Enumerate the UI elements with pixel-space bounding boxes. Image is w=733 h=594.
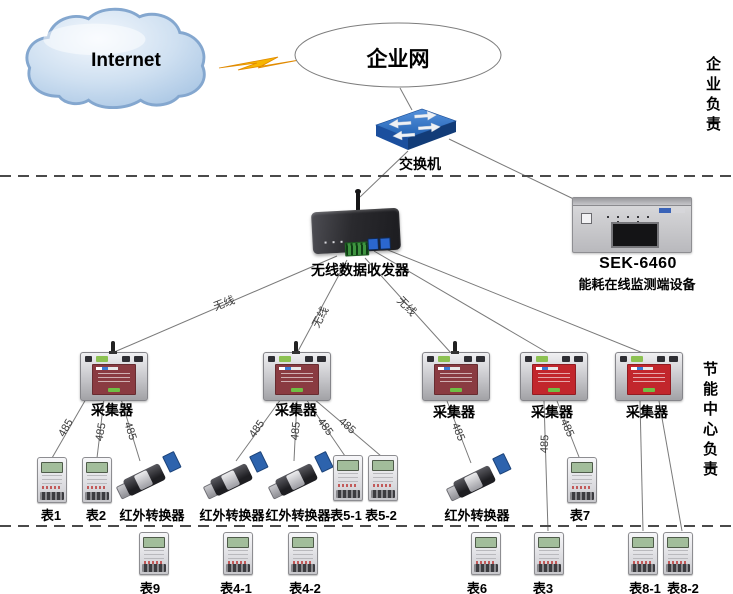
device-label: 红外转换器 bbox=[265, 508, 331, 523]
meter-4-1-icon bbox=[223, 532, 253, 575]
device-label: 表4-1 bbox=[220, 581, 252, 594]
enterprise-zone-label: 企业负责 bbox=[704, 56, 721, 136]
meter-8-2-icon bbox=[663, 532, 693, 575]
device-label: 红外转换器 bbox=[199, 508, 265, 523]
ir-converter-2-icon bbox=[202, 450, 269, 501]
device-label: 表1 bbox=[40, 508, 62, 523]
device-label: 红外转换器 bbox=[119, 508, 185, 523]
collector-4 bbox=[520, 352, 588, 401]
meter-4-2-icon bbox=[288, 532, 318, 575]
meter-5-2-icon bbox=[368, 455, 398, 501]
collector-1-label: 采集器 bbox=[91, 402, 133, 418]
device-label: 表8-1 bbox=[629, 581, 661, 594]
monitor-device-icon bbox=[572, 197, 692, 253]
device-label: 表8-2 bbox=[667, 581, 699, 594]
ir-converter-4-icon bbox=[445, 452, 512, 503]
enterprise-network-label: 企业网 bbox=[366, 48, 430, 71]
device-label: 红外转换器 bbox=[444, 508, 510, 523]
collector-2-label: 采集器 bbox=[275, 402, 317, 418]
device-label: 表9 bbox=[139, 581, 161, 594]
internet-label: Internet bbox=[91, 50, 161, 71]
terminal-block bbox=[344, 241, 370, 257]
internet-cloud-icon bbox=[14, 6, 219, 112]
device-label: 表7 bbox=[569, 508, 591, 523]
device-label: 表6 bbox=[466, 581, 488, 594]
meter-2-icon bbox=[82, 457, 112, 503]
device-label: 表5-1 bbox=[330, 508, 362, 523]
wireless-transceiver-icon bbox=[310, 189, 402, 258]
meter-8-1-icon bbox=[628, 532, 658, 575]
monitor-device-model: SEK-6460 bbox=[599, 255, 677, 272]
collector-1 bbox=[80, 341, 148, 401]
device-label: 表4-2 bbox=[289, 581, 321, 594]
meter-7-icon bbox=[567, 457, 597, 503]
meter-9-icon bbox=[139, 532, 169, 575]
switch-label: 交换机 bbox=[399, 156, 441, 172]
collector-3-label: 采集器 bbox=[433, 404, 475, 420]
device-label: 表3 bbox=[532, 581, 554, 594]
switch-icon bbox=[368, 103, 464, 159]
ir-converter-1-icon bbox=[115, 450, 182, 501]
enterprise-network-ellipse bbox=[293, 22, 504, 89]
collector-5 bbox=[615, 352, 683, 401]
collector-2 bbox=[263, 341, 331, 401]
rs485-link-label: 485 bbox=[289, 421, 303, 441]
collector-3 bbox=[422, 341, 490, 401]
ir-converter-3-icon bbox=[267, 450, 334, 501]
responsibility-dividers bbox=[0, 175, 733, 527]
meter-3-icon bbox=[534, 532, 564, 575]
device-label: 表2 bbox=[85, 508, 107, 523]
collector-4-label: 采集器 bbox=[531, 404, 573, 420]
rs485-link-label: 485 bbox=[538, 434, 552, 454]
collector-5-label: 采集器 bbox=[626, 404, 668, 420]
meter-6-icon bbox=[471, 532, 501, 575]
device-screen bbox=[611, 222, 659, 248]
wireless-transceiver-label: 无线数据收发器 bbox=[311, 262, 409, 278]
device-label: 表5-2 bbox=[365, 508, 397, 523]
meter-1-icon bbox=[37, 457, 67, 503]
energy-center-zone-label: 节能中心负责 bbox=[701, 361, 718, 481]
meter-5-1-icon bbox=[333, 455, 363, 501]
monitor-device-name: 能耗在线监测端设备 bbox=[578, 277, 696, 292]
antenna-icon bbox=[355, 189, 361, 212]
